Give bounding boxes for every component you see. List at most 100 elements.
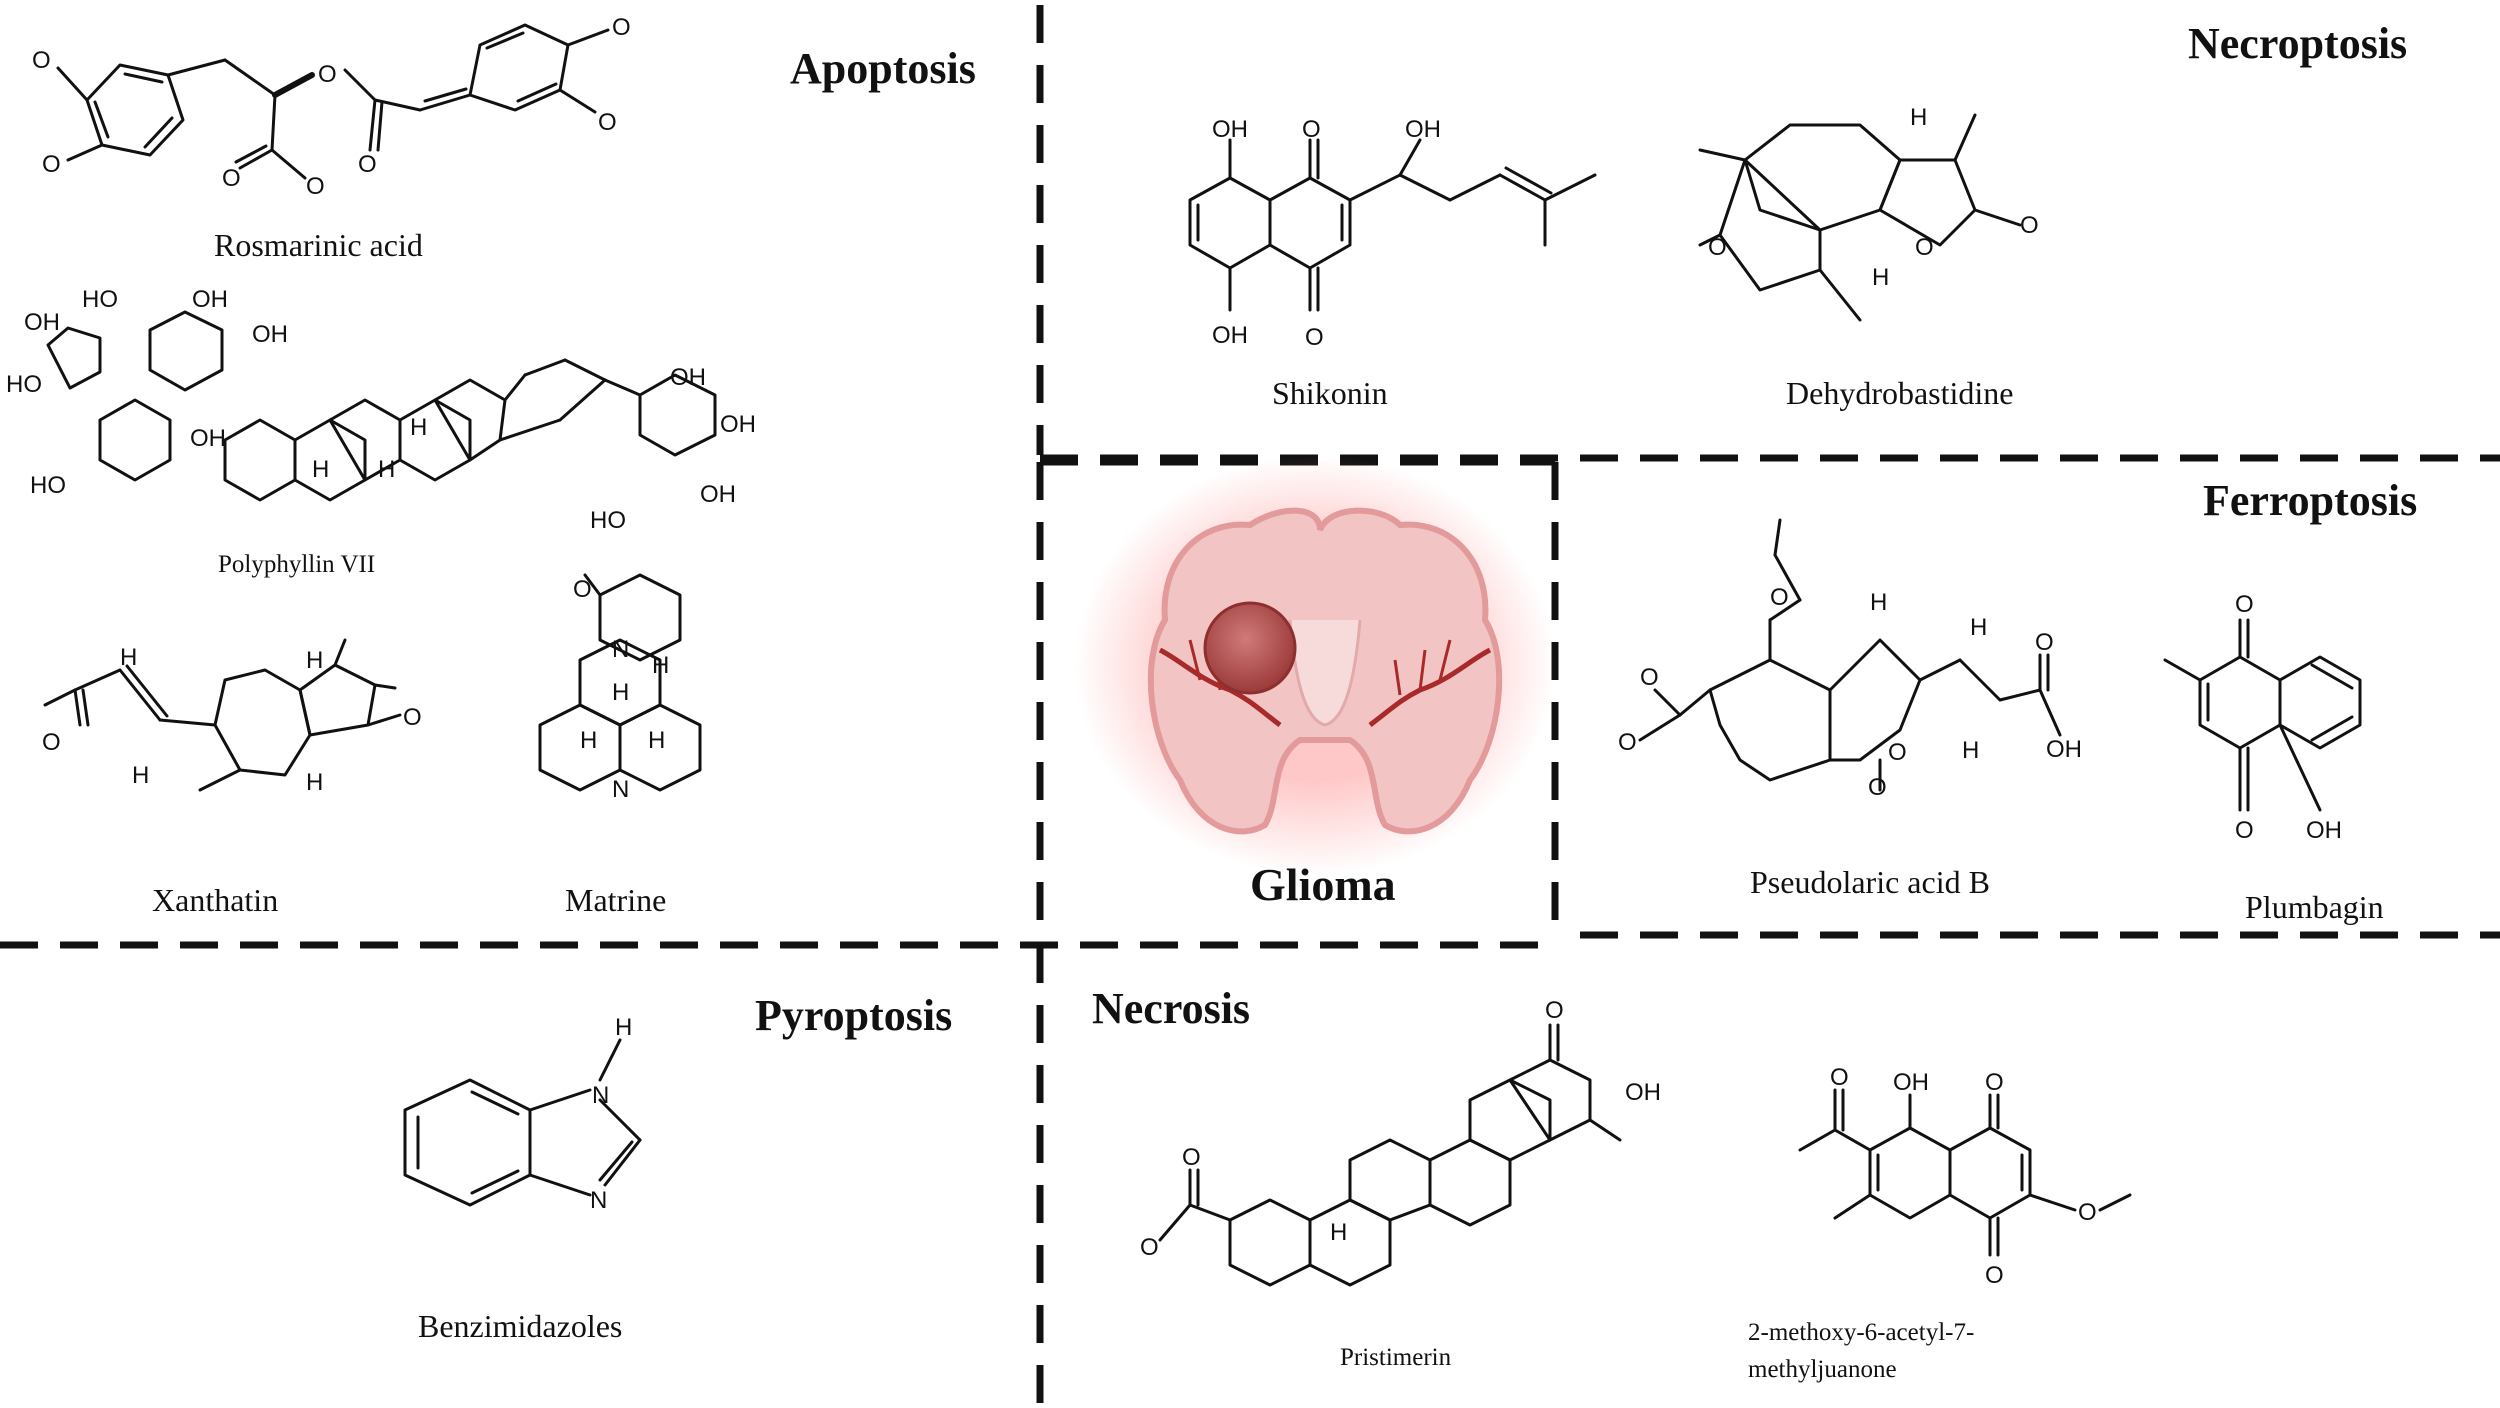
section-title-pyroptosis: Pyroptosis: [755, 991, 952, 1040]
atom-n: N: [590, 1187, 607, 1214]
atom-o: O: [1915, 234, 1934, 261]
atom-o: O: [1985, 1262, 2004, 1289]
atom-h: H: [378, 456, 395, 483]
atom-o: O: [42, 729, 61, 756]
atom-oh: OH: [1625, 1079, 1661, 1106]
atom-o: O: [2235, 817, 2254, 844]
atom-h: H: [1910, 104, 1927, 131]
structure-methoxy-acetyl-methyljuanone: OH O O O O: [1798, 1064, 2132, 1289]
atom-h: H: [410, 414, 427, 441]
atom-ho: HO: [590, 507, 626, 534]
compound-name-dehydrobastidine: Dehydrobastidine: [1786, 375, 2014, 411]
atom-h: H: [306, 647, 323, 674]
atom-h: H: [1970, 614, 1987, 641]
compound-name-benzimidazoles: Benzimidazoles: [418, 1308, 622, 1344]
structure-dehydrobastidine: O O O H H: [1698, 104, 2039, 322]
atom-oh: OH: [1212, 322, 1248, 349]
structure-polyphyllin: OH HO OH OH HO HO OH OH OH OH HO H H H: [6, 286, 756, 534]
atom-h: H: [652, 652, 669, 679]
structure-shikonin: OH O OH OH O: [1188, 116, 1597, 351]
atom-oh: OH: [1405, 116, 1441, 143]
compound-name-methoxy-line2: methyljuanone: [1748, 1356, 1897, 1383]
atom-oh: OH: [720, 411, 756, 438]
glioma-label: Glioma: [1250, 859, 1396, 910]
section-title-apoptosis: Apoptosis: [790, 44, 976, 93]
atom-oh: OH: [190, 425, 226, 452]
atom-o: O: [222, 165, 241, 192]
atom-o: O: [612, 14, 631, 41]
compound-name-pristimerin: Pristimerin: [1340, 1344, 1452, 1371]
atom-oh: OH: [700, 481, 736, 508]
atom-n: N: [612, 776, 629, 803]
atom-o: O: [2235, 591, 2254, 618]
glioma-brain-illustration: [1075, 455, 1555, 875]
atom-o: O: [358, 151, 377, 178]
atom-oh: OH: [24, 309, 60, 336]
atom-oh: OH: [2046, 736, 2082, 763]
atom-n: N: [592, 1082, 609, 1109]
compound-name-shikonin: Shikonin: [1272, 375, 1388, 411]
atom-h: H: [1870, 589, 1887, 616]
structure-pseudolaric-acid-b: O O O O O O OH H H H: [1618, 518, 2082, 801]
atom-h: H: [648, 727, 665, 754]
atom-o: O: [42, 151, 61, 178]
atom-o: O: [1640, 664, 1659, 691]
atom-ho: HO: [82, 286, 118, 313]
section-title-necrosis: Necrosis: [1092, 984, 1250, 1033]
compound-name-xanthatin: Xanthatin: [152, 882, 278, 918]
atom-o: O: [1182, 1144, 1201, 1171]
atom-o: O: [1868, 774, 1887, 801]
atom-h: H: [1330, 1219, 1347, 1246]
atom-o: O: [573, 576, 592, 603]
atom-h: H: [132, 762, 149, 789]
section-title-ferroptosis: Ferroptosis: [2203, 476, 2417, 525]
atom-ho: HO: [30, 472, 66, 499]
atom-o: O: [1708, 234, 1727, 261]
atom-o: O: [318, 61, 337, 88]
atom-o: O: [2035, 629, 2054, 656]
structure-matrine: O N H H H H N: [538, 573, 702, 803]
atom-o: O: [1305, 324, 1324, 351]
atom-o: O: [1618, 729, 1637, 756]
atom-o: O: [403, 704, 422, 731]
atom-o: O: [1140, 1234, 1159, 1261]
atom-o: O: [2078, 1199, 2097, 1226]
atom-h: H: [1962, 737, 1979, 764]
atom-oh: OH: [1893, 1069, 1929, 1096]
atom-n: N: [612, 636, 629, 663]
compound-name-rosmarinic-acid: Rosmarinic acid: [214, 227, 423, 263]
compound-name-pseudolaric-acid-b: Pseudolaric acid B: [1750, 864, 1990, 900]
structure-pristimerin: O OH O O H: [1140, 997, 1661, 1287]
atom-o: O: [1302, 116, 1321, 143]
atom-o: O: [2020, 212, 2039, 239]
structure-benzimidazole: N N H: [403, 1014, 642, 1214]
atom-h: H: [615, 1014, 632, 1041]
atom-o: O: [1830, 1064, 1849, 1091]
structure-xanthatin: H H H H O O: [42, 638, 422, 796]
atom-h: H: [580, 727, 597, 754]
atom-o: O: [1770, 584, 1789, 611]
atom-o: O: [32, 47, 51, 74]
atom-oh: OH: [2306, 817, 2342, 844]
atom-h: H: [306, 769, 323, 796]
atom-h: H: [1872, 264, 1889, 291]
atom-h: H: [120, 644, 137, 671]
atom-ho: HO: [6, 371, 42, 398]
atom-oh: OH: [1212, 116, 1248, 143]
atom-o: O: [598, 109, 617, 136]
atom-oh: OH: [252, 321, 288, 348]
compound-name-plumbagin: Plumbagin: [2245, 889, 2384, 925]
section-title-necroptosis: Necroptosis: [2188, 19, 2407, 68]
atom-o: O: [1888, 739, 1907, 766]
compound-name-methoxy-line1: 2-methoxy-6-acetyl-7-: [1748, 1319, 1974, 1346]
atom-o: O: [306, 173, 325, 200]
compound-name-matrine: Matrine: [565, 882, 666, 918]
atom-h: H: [612, 679, 629, 706]
atom-o: O: [1985, 1069, 2004, 1096]
structure-rosmarinic-acid: O O O O O O O O: [32, 14, 631, 200]
atom-oh: OH: [192, 286, 228, 313]
structure-plumbagin: O O OH: [2163, 591, 2362, 844]
atom-oh: OH: [670, 364, 706, 391]
atom-o: O: [1545, 997, 1564, 1024]
